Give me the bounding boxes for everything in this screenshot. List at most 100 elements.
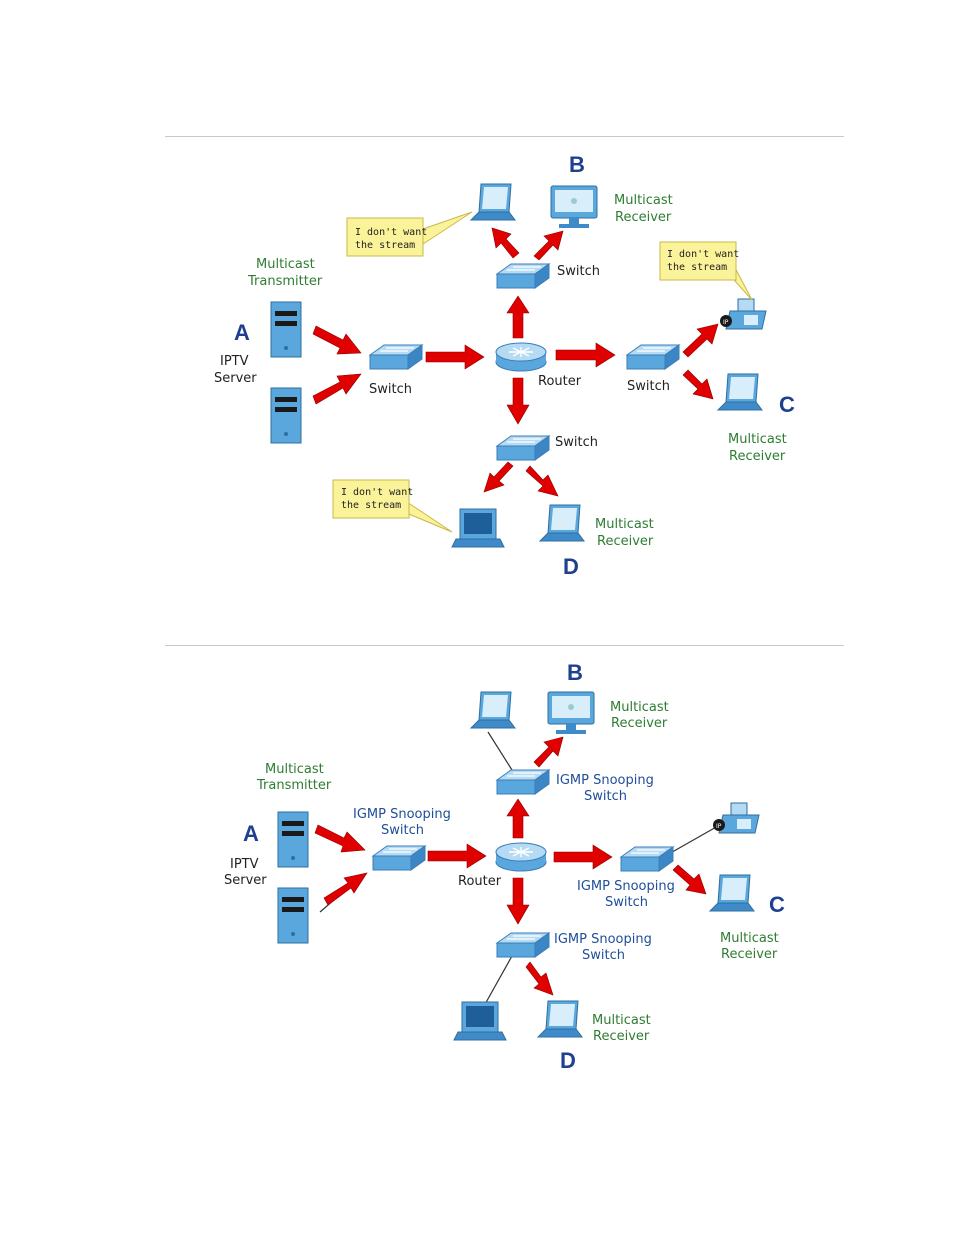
- letter-d: D: [560, 1048, 576, 1073]
- svg-text:the stream: the stream: [341, 500, 401, 511]
- laptop-b: [470, 691, 516, 729]
- monitor-b-receiver: [550, 185, 598, 229]
- link-bottom-pc: [483, 955, 513, 1007]
- arrow-server2-switch: [323, 872, 368, 906]
- receiver-d-label-2: Receiver: [597, 534, 654, 549]
- laptop-d-receiver: [539, 504, 585, 542]
- receiver-b-label-2: Receiver: [611, 716, 668, 731]
- arrow-right-laptop: [672, 864, 707, 895]
- letter-c: C: [779, 392, 795, 417]
- letter-b: B: [567, 660, 583, 685]
- laptop-c-receiver: [717, 373, 763, 411]
- router: [495, 342, 547, 372]
- multicast-with-igmp-snooping-diagram: A B C D IPTV Server Multicast Transmitte…: [224, 660, 785, 1073]
- top-divider: [165, 136, 844, 137]
- arrow-switch-router: [427, 843, 487, 869]
- arrow-server2-switch: [312, 373, 362, 405]
- arrow-router-right: [555, 342, 616, 368]
- bubble-bottom-left: I don't want the stream: [332, 479, 453, 533]
- receiver-d-label-1: Multicast: [595, 517, 654, 532]
- receiver-d-label-1: Multicast: [592, 1013, 651, 1028]
- switch-right: [626, 344, 680, 370]
- iptv-server-1: [277, 811, 309, 868]
- multicast-without-snooping-diagram: IP I don't want the stream I don't: [214, 152, 795, 579]
- arrow-router-top: [506, 798, 530, 839]
- arrow-top-monitor: [533, 736, 564, 768]
- snooping-bottom-label-1: IGMP Snooping: [554, 932, 652, 947]
- ip-phone: [712, 802, 760, 834]
- iptv-server-1: [270, 301, 302, 358]
- arrow-top-laptop: [491, 227, 520, 259]
- receiver-c-label-1: Multicast: [728, 432, 787, 447]
- bottom-divider: [165, 645, 844, 646]
- svg-text:I don't want: I don't want: [341, 487, 413, 498]
- arrow-bottom-laptop: [525, 961, 554, 996]
- arrow-right-phone: [682, 323, 719, 358]
- svg-text:the stream: the stream: [667, 262, 727, 273]
- arrow-bottom-pc: [483, 461, 514, 493]
- transmitter-label-1: Multicast: [256, 257, 315, 272]
- arrow-router-bottom: [506, 377, 530, 425]
- iptv-server-2: [270, 387, 302, 444]
- snooping-right-label-1: IGMP Snooping: [577, 879, 675, 894]
- ip-phone-unwanted: [719, 298, 767, 330]
- router-label: Router: [458, 874, 502, 889]
- snooping-left-label-2: Switch: [381, 823, 424, 838]
- letter-c: C: [769, 892, 785, 917]
- pc-d-unwanted: [451, 508, 505, 548]
- laptop-c-receiver: [709, 874, 755, 912]
- arrow-server1-switch: [312, 325, 362, 355]
- arrow-right-laptop: [682, 369, 714, 400]
- arrow-router-bottom: [506, 877, 530, 925]
- letter-b: B: [569, 152, 585, 177]
- arrow-top-monitor: [533, 230, 564, 261]
- snooping-switch-top: [496, 769, 550, 795]
- snooping-top-label-2: Switch: [584, 789, 627, 804]
- snooping-bottom-label-2: Switch: [582, 948, 625, 963]
- snooping-switch-bottom: [496, 932, 550, 958]
- switch-bottom: [496, 435, 550, 461]
- switch-bottom-label: Switch: [555, 435, 598, 450]
- receiver-c-label-1: Multicast: [720, 931, 779, 946]
- iptv-label-1: IPTV: [230, 857, 259, 872]
- bubble-top-left: I don't want the stream: [346, 211, 473, 257]
- arrow-bottom-laptop: [525, 465, 559, 497]
- transmitter-label-2: Transmitter: [256, 778, 332, 793]
- iptv-server-2: [277, 887, 309, 944]
- snooping-switch-right: [620, 846, 674, 872]
- svg-text:I don't want: I don't want: [667, 249, 739, 260]
- receiver-c-label-2: Receiver: [729, 449, 786, 464]
- transmitter-label-1: Multicast: [265, 762, 324, 777]
- receiver-b-label-2: Receiver: [615, 210, 672, 225]
- receiver-c-label-2: Receiver: [721, 947, 778, 962]
- receiver-b-label-1: Multicast: [614, 193, 673, 208]
- bubble-right: I don't want the stream: [659, 241, 753, 301]
- pc-d: [453, 1001, 507, 1041]
- arrow-switch-router: [425, 344, 485, 370]
- letter-d: D: [563, 554, 579, 579]
- iptv-label-2: Server: [214, 371, 257, 386]
- letter-a: A: [243, 821, 259, 846]
- iptv-label-1: IPTV: [220, 354, 249, 369]
- snooping-left-label-1: IGMP Snooping: [353, 807, 451, 822]
- switch-top: [496, 263, 550, 289]
- snooping-right-label-2: Switch: [605, 895, 648, 910]
- switch-right-label: Switch: [627, 379, 670, 394]
- switch-top-label: Switch: [557, 264, 600, 279]
- iptv-label-2: Server: [224, 873, 267, 888]
- arrow-router-right: [553, 844, 613, 870]
- receiver-d-label-2: Receiver: [593, 1029, 650, 1044]
- arrow-router-top: [506, 295, 530, 339]
- switch-left: [369, 344, 423, 370]
- router-label: Router: [538, 374, 582, 389]
- letter-a: A: [234, 320, 250, 345]
- transmitter-label-2: Transmitter: [247, 274, 323, 289]
- laptop-b-unwanted: [470, 183, 516, 221]
- svg-text:I don't want: I don't want: [355, 227, 427, 238]
- svg-text:the stream: the stream: [355, 240, 415, 251]
- link-top-laptop: [487, 731, 513, 771]
- switch-left-label: Switch: [369, 382, 412, 397]
- arrow-server1-switch: [314, 824, 366, 853]
- link-right-phone: [666, 825, 719, 856]
- router: [495, 842, 547, 872]
